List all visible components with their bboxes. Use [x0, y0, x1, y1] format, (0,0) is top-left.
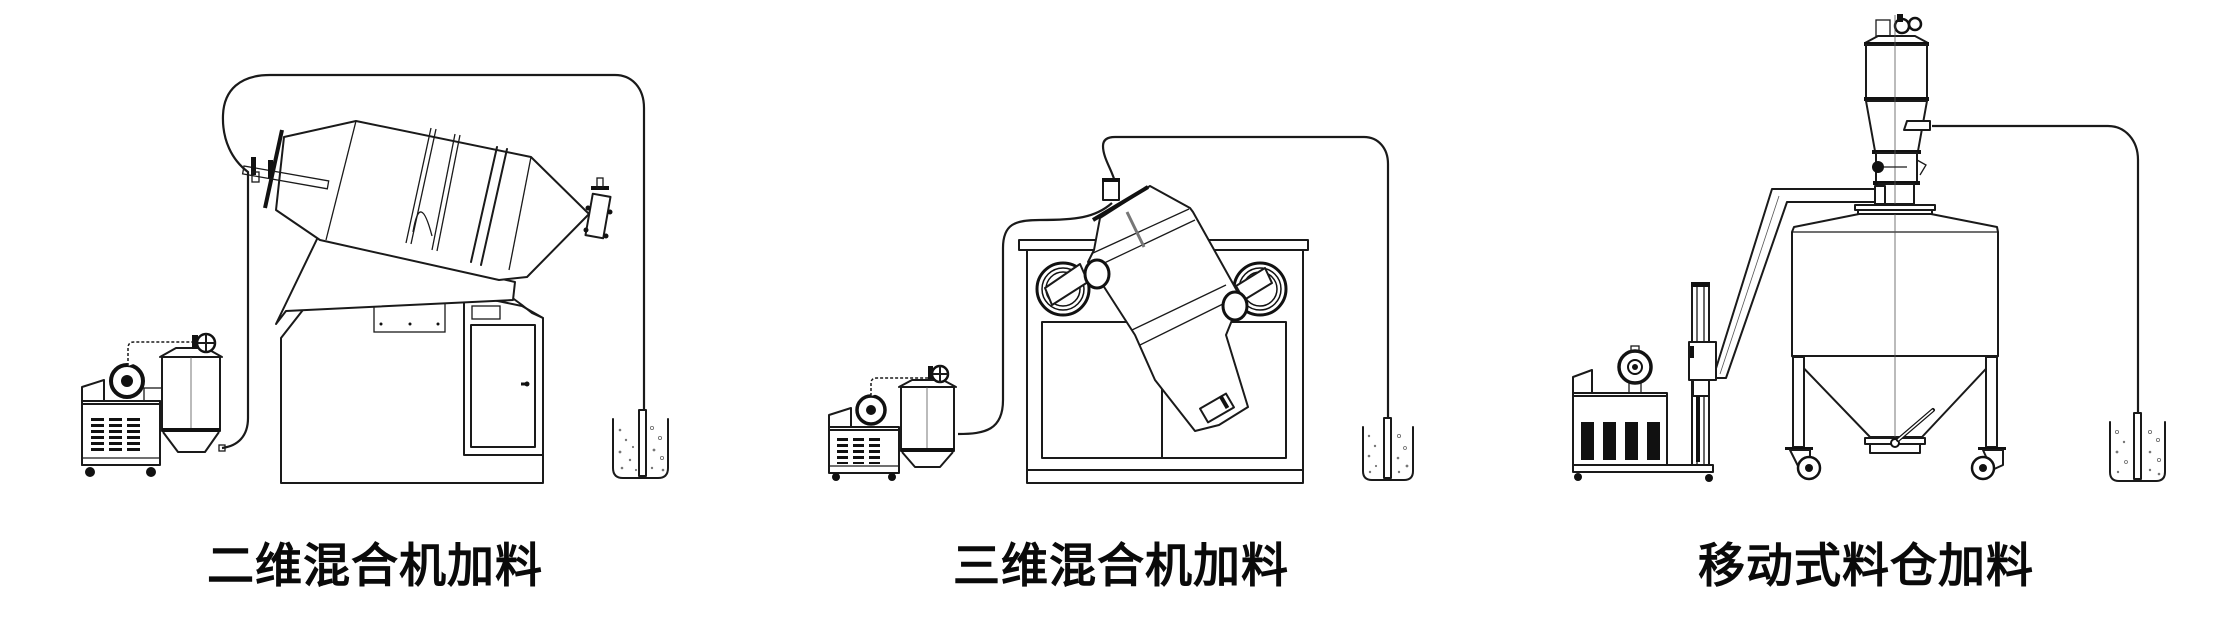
material-container — [612, 418, 669, 479]
vacuum-feeder-unit — [81, 332, 226, 477]
suction-wand — [2133, 412, 2142, 480]
caption-three-dimensional-mixer: 三维混合机加料 — [953, 539, 1289, 594]
suction-wand — [1383, 417, 1392, 479]
vent-slots — [91, 418, 140, 451]
panel-mobile-silo — [1572, 14, 2166, 482]
vent-slots — [1581, 422, 1660, 460]
conveying-pipe — [1932, 124, 2140, 415]
feeder-hopper — [900, 386, 955, 452]
two-dimensional-mixer-drum — [275, 120, 590, 281]
lifting-column — [1688, 282, 1717, 482]
suction-wand — [638, 409, 647, 477]
vent-slots — [837, 438, 880, 464]
silo-leg-right — [1985, 356, 1998, 448]
inlet-valve — [1102, 179, 1120, 201]
mixer-frame-cabinet — [1026, 249, 1304, 484]
conveying-pipe — [221, 73, 646, 450]
material-container — [1362, 426, 1414, 481]
caption-two-dimensional-mixer: 二维混合机加料 — [207, 539, 543, 594]
inlet-wand — [241, 165, 330, 190]
panel-three-dimensional-mixer — [828, 135, 1414, 484]
vacuum-receiver-hopper — [1864, 14, 1931, 440]
outlet-valve — [583, 177, 613, 240]
inlet-flange — [263, 129, 284, 209]
vacuum-feeder-unit — [828, 364, 957, 481]
mixer-base-cabinet — [280, 282, 544, 484]
caster-wheel-left — [1785, 447, 1822, 481]
vacuum-pump-unit — [1572, 345, 1714, 481]
control-panel-window — [471, 305, 501, 320]
panel-two-dimensional-mixer — [81, 73, 669, 484]
material-container — [2109, 421, 2166, 482]
control-cabinet — [463, 293, 544, 456]
caster-wheel-right — [1970, 447, 2006, 481]
silo-leg-left — [1792, 356, 1805, 448]
conveying-pipe-outlet — [1101, 135, 1390, 420]
cabinet-door — [470, 324, 536, 448]
caption-mobile-silo: 移动式料仓加料 — [1698, 539, 2034, 594]
conveying-pipe-inlet — [957, 202, 1113, 436]
